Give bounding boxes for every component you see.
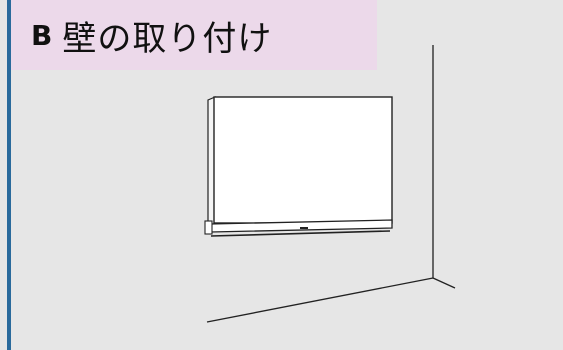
section-header: B 壁の取り付け: [11, 0, 377, 70]
tv-base-line: [210, 230, 391, 237]
section-left-rule: [7, 0, 11, 350]
section-title: 壁の取り付け: [62, 18, 273, 59]
tv-logo-mark: [300, 227, 308, 229]
room-corner-lines: [206, 45, 456, 323]
tv-bracket: [204, 220, 213, 235]
floor-left-line: [206, 277, 434, 323]
tv: [204, 96, 393, 237]
floor-right-line: [432, 277, 456, 289]
section-letter: B: [31, 18, 53, 52]
tv-screen: [213, 96, 393, 224]
